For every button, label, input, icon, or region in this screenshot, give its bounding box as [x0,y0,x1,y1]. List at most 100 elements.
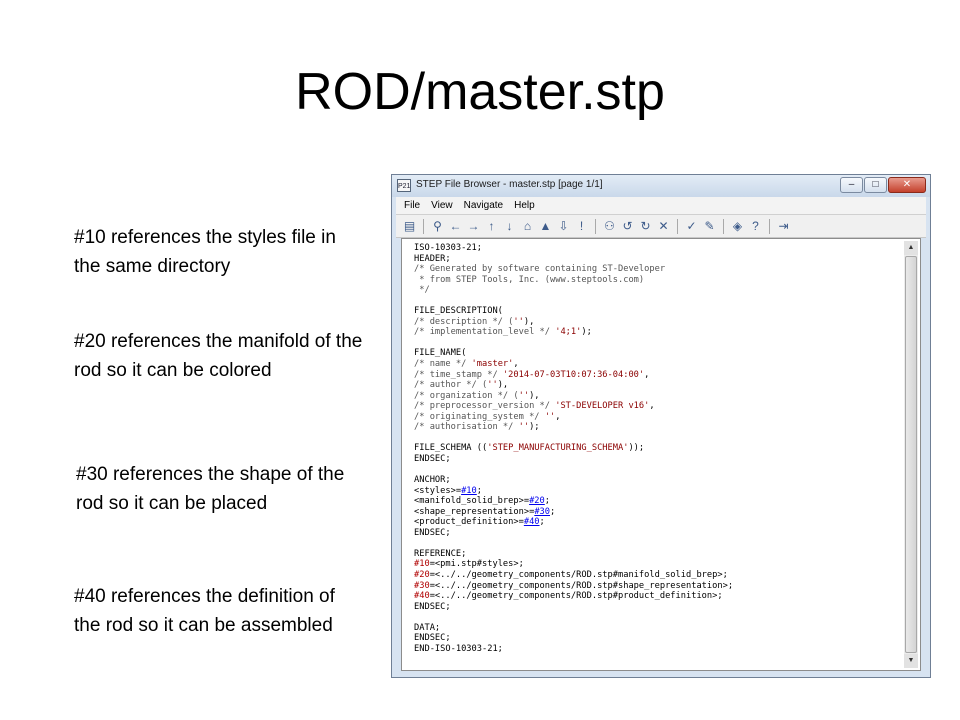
code-line: <shape_representation>= [414,506,535,517]
search-next-icon[interactable]: ↺ [622,218,633,233]
toolbar-separator [677,218,678,234]
menu-bar: File View Navigate Help [396,197,926,214]
code-line: ENDSEC; [414,527,451,538]
code-string: '2014-07-03T10:07:36-04:00' [502,369,645,380]
minimize-button[interactable]: – [840,177,863,193]
code-line: ), [497,380,509,391]
anchor-link-30[interactable]: #30 [534,506,551,517]
code-comment: /* Generated by software containing ST-D… [414,264,666,275]
code-line: ); [529,422,540,433]
code-line: =<pmi.stp#styles>; [429,559,524,570]
toolbar: ▤ ⚲ ← → ↑ ↓ ⌂ ▲ ⇩ ! ⚇ ↺ ↻ ✕ ✓ ✎ ◈ ? ⇥ [396,214,926,238]
open-icon[interactable]: ▤ [403,218,416,233]
code-line: , [649,401,655,412]
code-comment: */ [414,285,430,296]
code-line: ; [476,485,483,496]
toolbar-separator [769,218,770,234]
note-ref-30: #30 references the shape of the rod so i… [76,464,345,514]
scroll-down-arrow-icon[interactable]: ▼ [904,654,918,668]
code-line: ); [581,327,592,338]
help-icon[interactable]: ? [752,218,759,233]
home-icon[interactable]: ⌂ [523,218,532,233]
toolbar-separator [595,218,596,234]
code-string: 'STEP_MANUFACTURING_SCHEMA' [487,443,629,454]
code-line: FILE_SCHEMA (( [414,443,488,454]
code-line: <manifold_solid_brep>= [414,496,530,507]
back-icon[interactable]: ← [449,218,462,233]
check-icon[interactable]: ✓ [686,218,697,233]
anchor-link-40[interactable]: #40 [523,517,540,528]
step-file-browser-window: P21 STEP File Browser - master.stp [page… [391,174,931,678]
title-bar[interactable]: P21 STEP File Browser - master.stp [page… [392,175,930,197]
toolbar-separator [723,218,724,234]
maximize-button[interactable]: □ [864,177,887,193]
code-line: DATA; [414,622,441,633]
code-line: REFERENCE; [414,548,467,559]
window-controls: – □ ✕ [840,177,926,193]
reference-id-40: #40 [414,591,430,602]
slide-title: ROD/master.stp [295,63,665,121]
code-comment: /* implementation_level */ [414,327,556,338]
scroll-up-arrow-icon[interactable]: ▲ [904,241,918,255]
code-string: '' [518,422,530,433]
code-string: '' [487,380,498,391]
download-icon[interactable]: ⇩ [558,218,569,233]
code-string: '' [544,411,556,422]
code-line: <product_definition>= [414,517,524,528]
code-line: ; [550,506,556,517]
code-line: )); [628,443,645,454]
code-line: , [513,359,519,370]
code-line: , [555,411,561,422]
note-ref-20: #20 references the manifold of the rod s… [74,331,363,381]
code-line: , [644,369,650,380]
find-icon[interactable]: ⚇ [604,218,615,233]
code-string: 'ST-DEVELOPER v16' [555,401,650,412]
code-comment: /* description */ ( [414,316,514,327]
anchor-link-10[interactable]: #10 [461,485,477,496]
search-previous-icon[interactable]: ↻ [640,218,651,233]
menu-navigate[interactable]: Navigate [463,200,504,211]
anchor-link-20[interactable]: #20 [529,496,545,507]
edit-icon[interactable]: ✎ [704,218,715,233]
code-comment: /* time_stamp */ [414,369,503,380]
menu-help[interactable]: Help [514,200,535,211]
bookmark-add-icon[interactable]: ▲ [539,218,552,233]
code-string: 'master' [471,359,514,370]
down-icon[interactable]: ↓ [506,218,513,233]
code-line: ; [539,517,545,528]
code-line: ANCHOR; [414,475,451,486]
code-line: HEADER; [414,253,451,264]
scroll-thumb[interactable] [905,256,917,653]
style-icon[interactable]: ◈ [732,218,743,233]
up-icon[interactable]: ↑ [488,218,495,233]
code-line: END-ISO-10303-21; [414,643,503,654]
step-file-text[interactable]: ISO-10303-21; HEADER; /* Generated by so… [414,243,898,670]
code-line: ISO-10303-21; [414,243,482,253]
close-button[interactable]: ✕ [888,177,926,193]
forward-icon[interactable]: → [467,218,480,233]
vertical-scrollbar[interactable]: ▲ ▼ [904,241,918,668]
menu-view[interactable]: View [431,200,453,211]
code-line: ; [544,496,551,507]
code-line: FILE_DESCRIPTION( [414,306,503,317]
reference-id-30: #30 [414,580,430,591]
file-content-pane[interactable]: ISO-10303-21; HEADER; /* Generated by so… [401,238,921,671]
bookmark-icon[interactable]: ⚲ [433,218,442,233]
info-icon[interactable]: ! [579,218,584,233]
code-line: ), [523,316,535,327]
exit-icon[interactable]: ⇥ [778,218,789,233]
code-comment: /* author */ ( [414,380,488,391]
code-string: '' [513,316,524,327]
code-line: =<../../geometry_components/ROD.stp#prod… [429,591,723,602]
code-line: ENDSEC; [414,453,451,464]
code-line: ), [529,390,540,401]
clear-search-icon[interactable]: ✕ [658,218,669,233]
code-string: '4;1' [555,327,582,338]
code-comment: /* organization */ ( [414,390,519,401]
app-icon[interactable]: P21 [397,179,411,192]
menu-file[interactable]: File [404,200,421,211]
code-line: <styles>= [414,485,462,496]
code-comment: /* preprocessor_version */ [414,401,556,412]
code-comment: * from STEP Tools, Inc. (www.steptools.c… [414,274,645,285]
toolbar-separator [423,218,424,234]
